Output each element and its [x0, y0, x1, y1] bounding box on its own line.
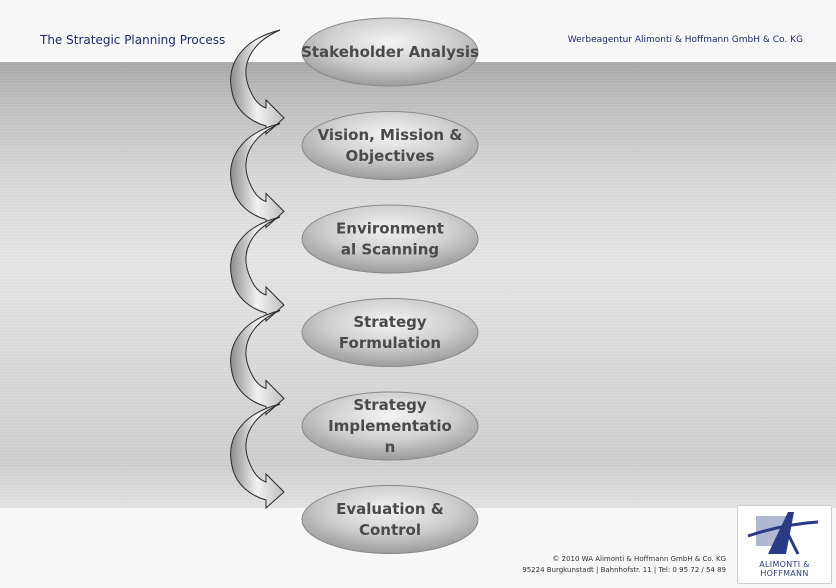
- process-step-label: Strategy: [353, 396, 427, 414]
- page-title: The Strategic Planning Process: [40, 33, 226, 47]
- process-step-oval: [301, 391, 479, 461]
- process-step-oval: [301, 485, 479, 554]
- company-name: Werbeagentur Alimonti & Hoffmann GmbH & …: [567, 35, 803, 45]
- curved-arrow-icon: [230, 310, 285, 415]
- logo-text-line2: HOFFMANN: [760, 569, 809, 578]
- process-step: Stakeholder Analysis: [301, 17, 479, 87]
- process-step-oval: [301, 17, 479, 87]
- process-step-oval: [301, 204, 479, 274]
- process-step-label: al Scanning: [341, 241, 439, 259]
- curved-arrow-icon: [230, 29, 285, 135]
- process-step-label: n: [385, 438, 396, 456]
- footer-copyright: © 2010 WA Alimonti & Hoffmann GmbH & Co.…: [552, 555, 726, 563]
- curved-arrow-icon: [230, 123, 285, 228]
- process-step-label: Strategy: [353, 313, 427, 331]
- company-logo: ALIMONTI & HOFFMANN: [737, 505, 832, 584]
- logo-mark-icon: [747, 512, 819, 555]
- process-step-label: Formulation: [339, 334, 441, 352]
- process-step-label: Vision, Mission &: [318, 126, 463, 144]
- process-step-label: Objectives: [346, 147, 435, 165]
- curved-arrow-icon: [230, 216, 285, 322]
- process-step-label: Environment: [336, 220, 444, 238]
- process-step-label: Implementatio: [328, 417, 452, 435]
- logo-text-line1: ALIMONTI &: [759, 560, 810, 569]
- process-step-oval: [301, 298, 479, 367]
- process-step: Environment al Scanning: [301, 204, 479, 274]
- process-step-label: Stakeholder Analysis: [301, 43, 479, 61]
- process-step: Evaluation & Control: [301, 485, 479, 554]
- process-step: Vision, Mission & Objectives: [301, 111, 479, 180]
- footer-address: 95224 Burgkunstadt | Bahnhofstr. 11 | Te…: [522, 566, 726, 574]
- process-step-label: Control: [359, 521, 421, 539]
- curved-arrow-icon: [230, 403, 285, 509]
- process-step-oval: [301, 111, 479, 180]
- process-step-label: Evaluation &: [336, 500, 444, 518]
